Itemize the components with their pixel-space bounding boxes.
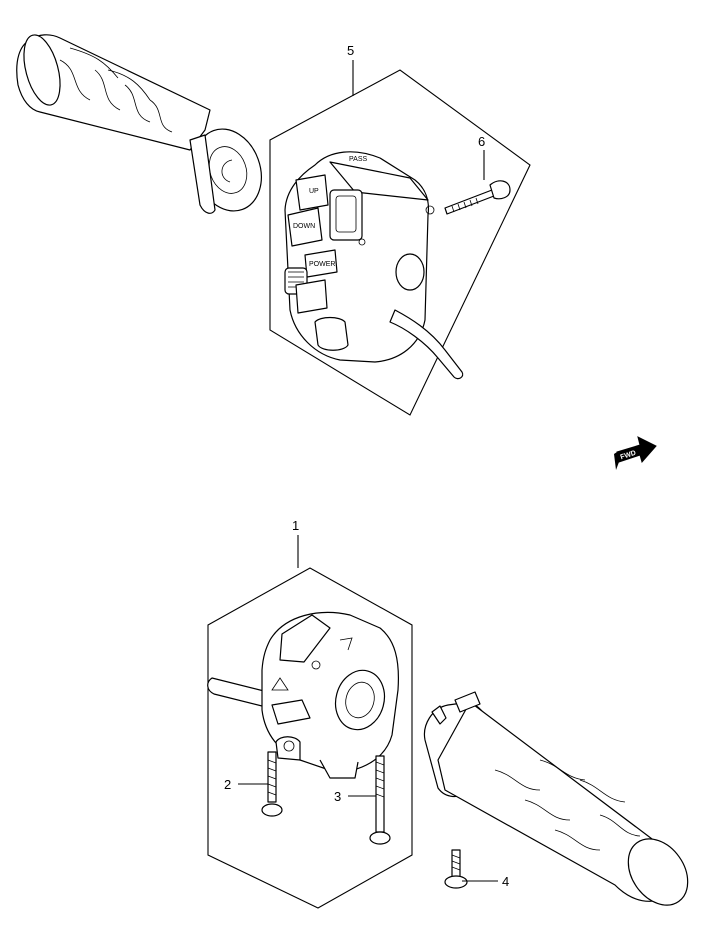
power-label: POWER: [309, 261, 335, 268]
down-label: DOWN: [293, 223, 315, 230]
right-grip: [423, 691, 689, 906]
screw-4: [444, 849, 468, 889]
fwd-label: FWD: [620, 450, 637, 462]
pass-label: PASS: [349, 156, 367, 163]
left-grip: [16, 34, 262, 214]
left-switch-housing: [207, 611, 400, 779]
fwd-arrow: FWD: [614, 436, 657, 470]
callout-2: 2: [224, 777, 231, 792]
right-switch-housing: PASS UP DOWN POWER: [284, 151, 464, 380]
screw-6: [444, 180, 511, 215]
callout-4: 4: [502, 874, 509, 889]
callout-6: 6: [478, 134, 485, 149]
up-label: UP: [309, 188, 319, 195]
callout-5: 5: [347, 43, 354, 58]
screw-3: [369, 755, 391, 845]
diamond-group-1: [207, 567, 413, 909]
diamond-group-5: [269, 69, 531, 416]
screw-2: [261, 751, 283, 817]
callout-3: 3: [334, 789, 341, 804]
callout-1: 1: [292, 518, 299, 533]
